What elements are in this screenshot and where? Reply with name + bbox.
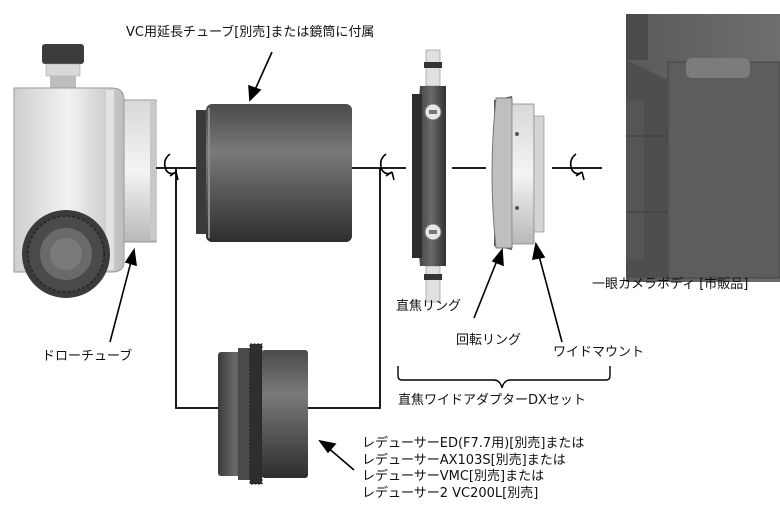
label-wide-mount: ワイドマウント — [553, 345, 645, 360]
rotation-ring-wide-mount — [491, 96, 545, 250]
label-draw-tube: ドローチューブ — [42, 349, 133, 364]
reducer-option: レデューサーAX103S[別売]または — [362, 452, 566, 468]
reducer-option: レデューサーVMC[別売]または — [362, 469, 545, 484]
reducer-options-list: レデューサーED(F7.7用)[別売]または レデューサーAX103S[別売]ま… — [362, 436, 584, 502]
connection-lines — [156, 167, 602, 409]
set-brace — [397, 366, 611, 389]
pointer-arrows — [109, 51, 563, 471]
reducer — [218, 343, 308, 485]
focus-ring-part — [412, 49, 446, 303]
draw-tube-focuser — [13, 44, 157, 298]
label-extension-tube: VC用延長チューブ[別売]または鏡筒に付属 — [126, 25, 375, 40]
extension-tube — [196, 104, 352, 242]
label-focus-ring: 直焦リング — [396, 299, 462, 314]
camera-body — [626, 14, 780, 282]
label-rotation-ring: 回転リング — [456, 333, 522, 348]
focuser-lock-knob — [42, 44, 84, 64]
label-camera-body: 一眼カメラボディ [市販品] — [592, 277, 749, 292]
rotation-arrows — [163, 153, 585, 181]
reducer-option: レデューサーED(F7.7用)[別売]または — [362, 436, 585, 451]
reducer-option: レデューサー2 VC200L[別売] — [362, 485, 539, 501]
label-adapter-set: 直焦ワイドアダプターDXセット — [398, 393, 586, 408]
